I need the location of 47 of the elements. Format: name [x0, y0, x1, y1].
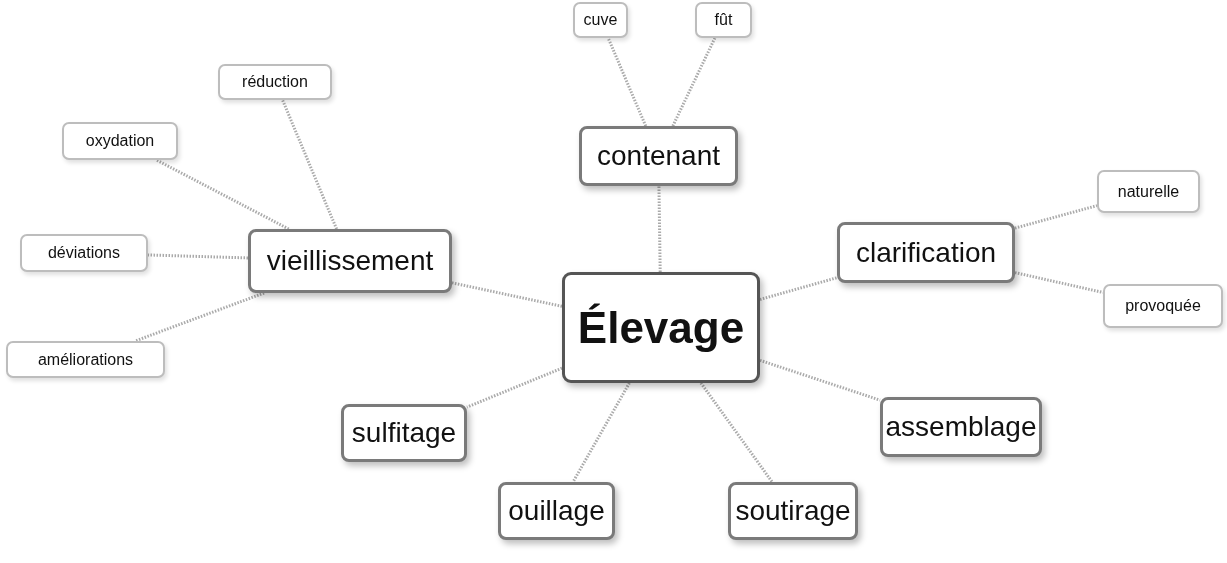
subtopic-box — [573, 2, 628, 38]
connector-line — [759, 276, 838, 301]
central-topic-box — [562, 272, 760, 383]
node-label: assemblage — [885, 411, 1037, 443]
connector-line — [147, 253, 249, 260]
topic-box — [498, 482, 615, 540]
connector-line — [671, 37, 717, 127]
node-label: cuve — [583, 11, 618, 29]
connector-line — [1014, 271, 1104, 294]
subtopic-box — [695, 2, 752, 38]
subtopic-box — [20, 234, 148, 272]
node-label: ouillage — [508, 495, 605, 527]
connector-line — [155, 158, 290, 231]
subtopic-box — [218, 64, 332, 100]
node-label: réduction — [242, 73, 308, 91]
node-label: améliorations — [37, 350, 134, 369]
connector-line — [134, 291, 265, 343]
node-label: naturelle — [1117, 182, 1180, 201]
subtopic-box — [1097, 170, 1200, 213]
connector-line — [281, 99, 338, 230]
subtopic-box — [1103, 284, 1223, 328]
node-label: vieillissement — [266, 245, 434, 277]
topic-box — [837, 222, 1015, 283]
node-label: oxydation — [85, 132, 155, 150]
connector-line — [606, 37, 648, 127]
node-label: provoquée — [1125, 297, 1201, 315]
connector-line — [759, 358, 881, 402]
topic-box — [880, 397, 1042, 457]
topic-box — [579, 126, 738, 186]
node-label: Élevage — [577, 302, 745, 353]
subtopic-box — [6, 341, 165, 378]
connector-line — [1014, 204, 1098, 230]
connector-line — [571, 382, 631, 483]
topic-box — [341, 404, 467, 462]
connector-line — [699, 382, 774, 483]
node-label: sulfitage — [351, 417, 457, 449]
connector-line — [451, 281, 563, 308]
node-label: soutirage — [735, 495, 851, 527]
subtopic-box — [62, 122, 178, 160]
topic-box — [728, 482, 858, 540]
connector-line — [466, 366, 563, 409]
node-label: déviations — [47, 244, 120, 262]
node-label: clarification — [855, 236, 997, 269]
node-label: fût — [714, 11, 733, 29]
topic-box — [248, 229, 452, 293]
connector-line — [657, 185, 662, 273]
node-label: contenant — [597, 140, 720, 172]
